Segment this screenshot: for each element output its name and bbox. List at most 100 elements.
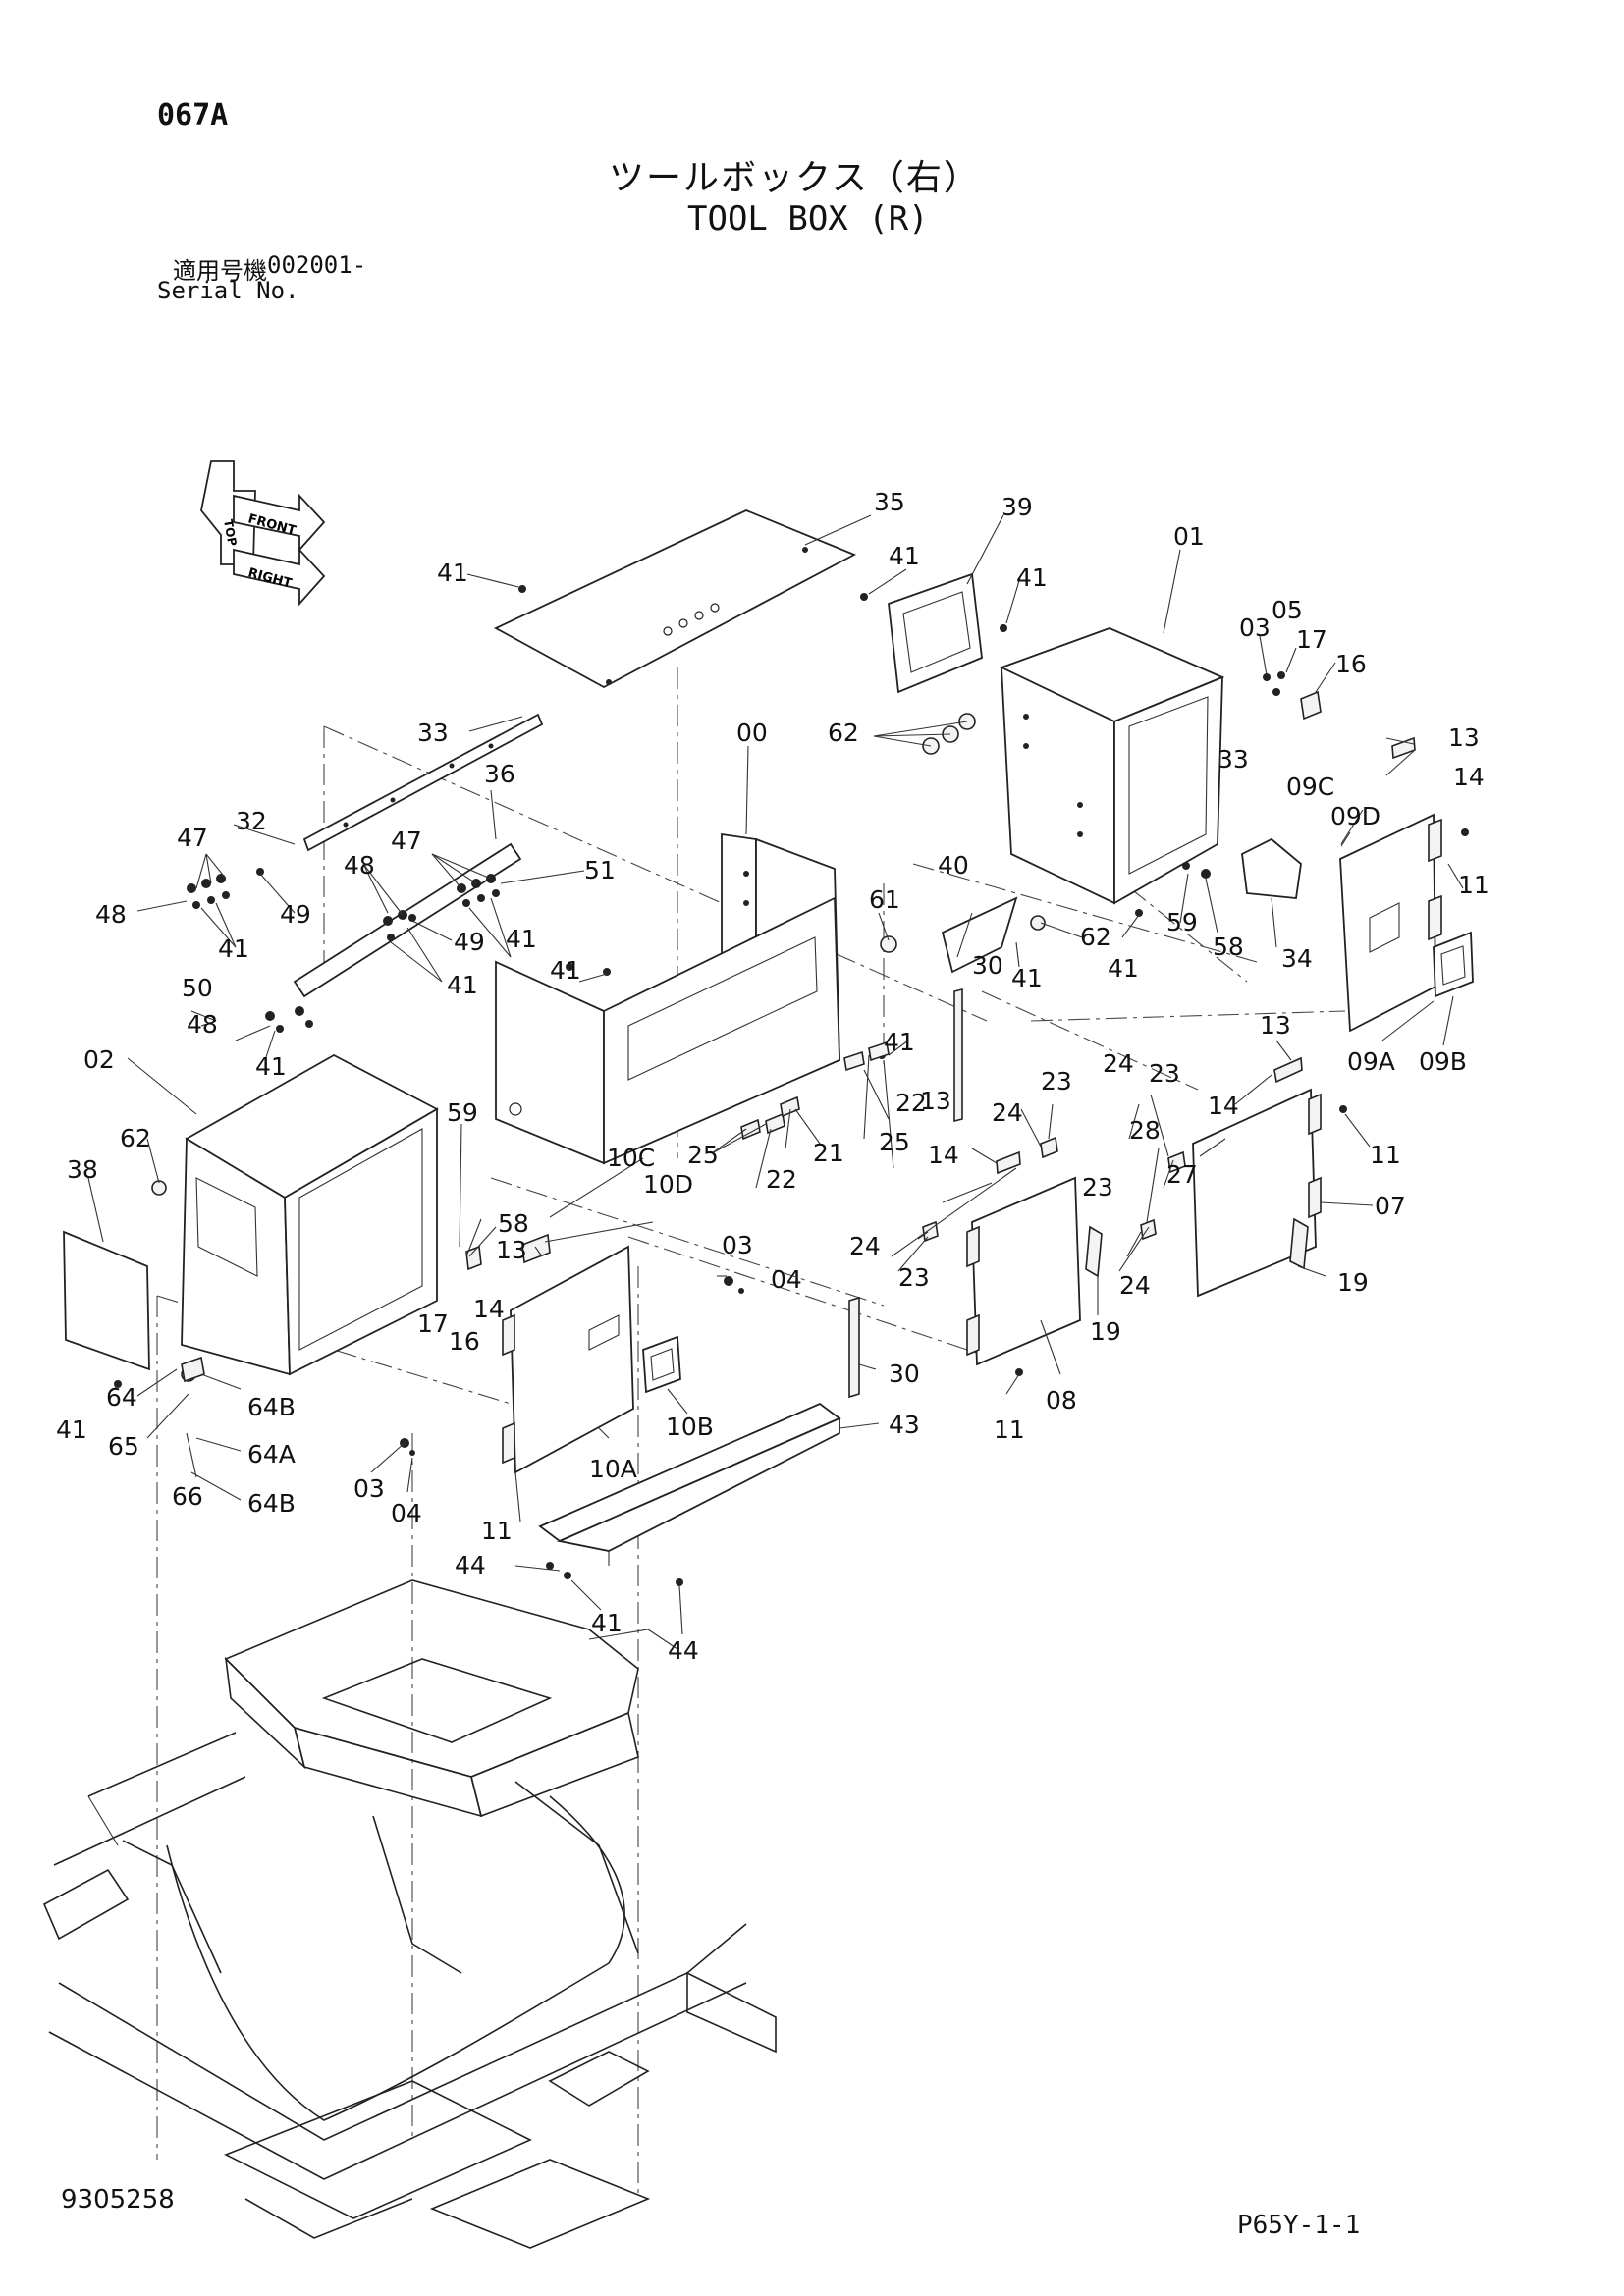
callout-19: 19: [1090, 1317, 1121, 1346]
callout-11: 11: [994, 1415, 1025, 1444]
serial-label-japanese: 適用号機: [173, 257, 267, 285]
part-box-02: [181, 1053, 439, 1376]
callout-35: 35: [874, 488, 905, 516]
callout-64: 64: [106, 1383, 137, 1412]
part-bracket-40: [941, 896, 1018, 974]
callout-32: 32: [236, 807, 267, 835]
callout-41: 41: [591, 1609, 623, 1637]
callout-48: 48: [95, 900, 127, 929]
callout-14: 14: [1208, 1092, 1239, 1120]
callout-22: 22: [895, 1089, 927, 1117]
callout-41: 41: [550, 956, 581, 985]
callout-03: 03: [1239, 614, 1271, 642]
part-gasket-39: [888, 572, 983, 694]
callout-30: 30: [889, 1360, 920, 1388]
callout-41: 41: [1108, 954, 1139, 983]
part-door-09A: [1339, 813, 1442, 1033]
part-bracket-34: [1241, 837, 1302, 899]
callout-48: 48: [187, 1010, 218, 1039]
part-plate-38: [63, 1230, 150, 1371]
callout-34: 34: [1281, 944, 1313, 973]
callout-62: 62: [120, 1124, 151, 1152]
callout-43: 43: [889, 1411, 920, 1439]
callout-labels: 35 39 01 41 41 41 03 05 17 16 13 14 62 3…: [56, 488, 1489, 1665]
part-frame-00: [495, 832, 840, 1165]
callout-40: 40: [938, 851, 969, 880]
part-door-07: [1192, 1088, 1322, 1298]
callout-27: 27: [1166, 1160, 1198, 1189]
callout-10B: 10B: [666, 1413, 714, 1441]
leader-lines: [87, 514, 1464, 1635]
callout-36: 36: [484, 760, 515, 788]
callout-24: 24: [849, 1232, 881, 1260]
page-title-japanese: ツールボックス（右）: [609, 158, 981, 198]
callout-66: 66: [172, 1482, 203, 1511]
callout-41: 41: [889, 542, 920, 570]
callout-48: 48: [344, 851, 375, 880]
callout-14: 14: [928, 1141, 959, 1169]
callout-19: 19: [1337, 1268, 1369, 1297]
callout-44: 44: [668, 1636, 699, 1665]
callout-10A: 10A: [589, 1455, 637, 1483]
callout-62: 62: [828, 719, 859, 747]
serial-number: 002001-: [267, 251, 367, 279]
callout-61: 61: [869, 885, 900, 914]
callout-11: 11: [1458, 871, 1489, 899]
callout-23: 23: [898, 1263, 930, 1292]
part-strip-30: [848, 988, 963, 1399]
callout-33: 33: [417, 719, 449, 747]
part-rail-32: [293, 713, 544, 998]
callout-17: 17: [417, 1309, 449, 1338]
page-code: 067A: [157, 98, 229, 133]
callout-09D: 09D: [1330, 802, 1380, 830]
callout-41: 41: [884, 1028, 915, 1056]
callout-01: 01: [1173, 522, 1205, 551]
callout-10D: 10D: [643, 1170, 693, 1199]
callout-49: 49: [454, 928, 485, 956]
callout-38: 38: [67, 1155, 98, 1184]
callout-11: 11: [1370, 1141, 1401, 1169]
callout-64A: 64A: [247, 1440, 296, 1468]
callout-44: 44: [455, 1551, 486, 1579]
callout-09A: 09A: [1347, 1047, 1395, 1076]
callout-30: 30: [972, 951, 1003, 980]
callout-23: 23: [1082, 1173, 1113, 1201]
part-lock-09B: [1433, 931, 1474, 998]
callout-25: 25: [879, 1128, 910, 1156]
callout-14: 14: [473, 1295, 505, 1323]
callout-41: 41: [506, 925, 537, 953]
callout-64B: 64B: [247, 1489, 296, 1518]
part-top-cover-35: [494, 509, 857, 689]
callout-41: 41: [1011, 964, 1043, 992]
callout-23: 23: [1041, 1067, 1072, 1095]
callout-00: 00: [736, 719, 768, 747]
page-title-english: TOOL BOX (R): [687, 199, 929, 239]
callout-16: 16: [449, 1327, 480, 1356]
callout-17: 17: [1296, 625, 1327, 654]
callout-47: 47: [177, 824, 208, 852]
orientation-icon: TOP FRONT RIGHT: [200, 460, 326, 607]
callout-39: 39: [1001, 493, 1033, 521]
callout-23: 23: [1149, 1059, 1180, 1088]
callout-09C: 09C: [1286, 773, 1334, 801]
part-door-08: [966, 1176, 1081, 1366]
callout-04: 04: [391, 1499, 422, 1527]
serial-label-english: Serial No.: [157, 277, 299, 304]
callout-51: 51: [584, 856, 616, 884]
callout-41: 41: [447, 971, 478, 999]
hardware-items: [114, 585, 1469, 1586]
page-reference: P65Y-1-1: [1237, 2211, 1361, 2240]
callout-58: 58: [1213, 933, 1244, 961]
callout-13: 13: [496, 1236, 527, 1264]
callout-13: 13: [920, 1087, 951, 1115]
callout-49: 49: [280, 900, 311, 929]
drawing-number: 9305258: [61, 2185, 175, 2215]
callout-10C: 10C: [607, 1144, 655, 1172]
callout-08: 08: [1046, 1386, 1077, 1415]
callout-50: 50: [182, 974, 213, 1002]
callout-47: 47: [391, 827, 422, 855]
callout-25: 25: [687, 1141, 719, 1169]
callout-21: 21: [813, 1139, 844, 1167]
callout-41: 41: [437, 559, 468, 587]
callout-59: 59: [1166, 908, 1198, 936]
